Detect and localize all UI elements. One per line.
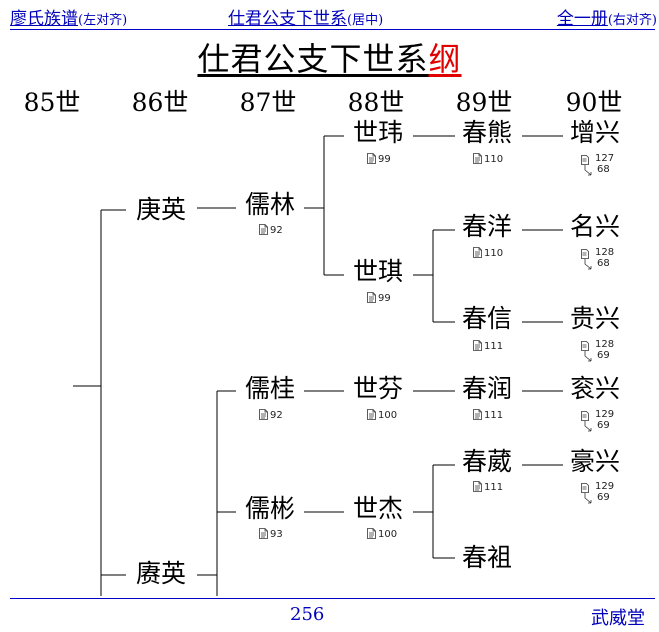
ref-shijie[interactable]: 100 bbox=[367, 528, 397, 540]
ref-ruilin-page: 92 bbox=[270, 225, 283, 236]
person-zengxing: 增兴 bbox=[569, 118, 620, 147]
page-link-icon bbox=[259, 409, 268, 420]
page-number: 256 bbox=[290, 604, 325, 625]
section-title-note: (居中) bbox=[347, 13, 384, 28]
page-title-accent: 纲 bbox=[428, 40, 462, 78]
generation-88: 88世 bbox=[347, 88, 405, 117]
ref-ruigui[interactable]: 92 bbox=[259, 409, 283, 421]
ref-chunxin[interactable]: 111 bbox=[473, 340, 503, 352]
ref-shifen-page: 100 bbox=[378, 410, 398, 421]
page-title-main: 仕君公支下世系 bbox=[197, 40, 429, 78]
page-link-icon bbox=[473, 247, 482, 258]
page-link-icon bbox=[367, 409, 376, 420]
person-chunju: 春袓 bbox=[461, 543, 512, 572]
page-link-icon bbox=[473, 409, 482, 420]
page-link-icon bbox=[473, 340, 482, 351]
person-guixing: 贵兴 bbox=[569, 304, 620, 333]
page-link-icon bbox=[473, 153, 482, 164]
person-gengying: 庚英 bbox=[135, 195, 186, 224]
generation-90: 90世 bbox=[565, 88, 623, 117]
ref-ruigui-page: 92 bbox=[270, 410, 283, 421]
ref-chunxin-page: 111 bbox=[484, 341, 504, 352]
ref-chunrun[interactable]: 111 bbox=[473, 409, 503, 421]
ref-guixing-page: 128 bbox=[595, 339, 615, 350]
generation-86: 86世 bbox=[131, 88, 189, 117]
ref-shiwei-page: 99 bbox=[378, 154, 391, 165]
header-right: 全一册(右对齐) bbox=[557, 4, 657, 29]
ref-shiwei[interactable]: 99 bbox=[367, 153, 391, 165]
volume-title: 全一册 bbox=[556, 9, 608, 29]
person-chunyang: 春洋 bbox=[461, 212, 512, 241]
ref-ruibin[interactable]: 93 bbox=[259, 528, 283, 540]
ref-mingxing-page: 128 bbox=[595, 247, 615, 258]
ref-shifen[interactable]: 100 bbox=[367, 409, 397, 421]
footer-rule bbox=[10, 598, 655, 599]
page-link-arrow-icon bbox=[581, 249, 592, 270]
page-link-arrow-icon bbox=[581, 411, 592, 432]
ref-shijie-page: 100 bbox=[378, 529, 398, 540]
page-link-arrow-icon bbox=[581, 483, 592, 504]
ref-chunwei-page: 111 bbox=[484, 482, 504, 493]
ref-zengxing-page: 127 bbox=[595, 153, 615, 164]
ref-gunxing-page: 129 bbox=[595, 409, 615, 420]
ref-chunyang-page: 110 bbox=[484, 248, 504, 259]
person-shiwei: 世玮 bbox=[352, 118, 403, 147]
book-title-note: (左对齐) bbox=[78, 13, 128, 28]
page-title: 仕君公支下世系纲 bbox=[0, 34, 659, 80]
volume-title-note: (右对齐) bbox=[607, 13, 657, 28]
ref-ruibin-page: 93 bbox=[270, 529, 283, 540]
ref-chunyang[interactable]: 110 bbox=[473, 247, 503, 259]
person-chunxin: 春信 bbox=[461, 304, 512, 333]
page-link-icon bbox=[367, 292, 376, 303]
page-link-arrow-icon bbox=[581, 155, 592, 176]
person-chunxiong: 春熊 bbox=[461, 118, 512, 147]
ref-chunwei[interactable]: 111 bbox=[473, 481, 503, 493]
person-ruigui: 儒桂 bbox=[244, 374, 295, 403]
person-gunxing: 衮兴 bbox=[569, 374, 620, 403]
header-left: 廖氏族谱(左对齐) bbox=[10, 4, 127, 29]
page-link-icon bbox=[367, 153, 376, 164]
page-link-icon bbox=[367, 528, 376, 539]
ref-chunxiong[interactable]: 110 bbox=[473, 153, 503, 165]
person-ruibin: 儒彬 bbox=[244, 494, 295, 523]
page-link-arrow-icon bbox=[581, 341, 592, 362]
ref-zengxing-back: 68 bbox=[597, 164, 610, 175]
page-link-icon bbox=[259, 224, 268, 235]
header-rule bbox=[10, 29, 655, 30]
person-shifen: 世芬 bbox=[352, 374, 403, 403]
generation-89: 89世 bbox=[455, 88, 513, 117]
generation-85: 85世 bbox=[23, 88, 81, 117]
person-tangying: 赓英 bbox=[135, 559, 186, 588]
person-chunwei: 春葳 bbox=[461, 447, 512, 476]
ref-chunxiong-page: 110 bbox=[484, 154, 504, 165]
ref-haoxing-page: 129 bbox=[595, 481, 615, 492]
ref-shiqi-page: 99 bbox=[378, 293, 391, 304]
generation-87: 87世 bbox=[239, 88, 297, 117]
hall-name: 武威堂 bbox=[591, 608, 645, 629]
ref-ruilin[interactable]: 92 bbox=[259, 224, 283, 236]
ref-gunxing-back: 69 bbox=[597, 420, 610, 431]
ref-mingxing-back: 68 bbox=[597, 258, 610, 269]
ref-haoxing-back: 69 bbox=[597, 492, 610, 503]
header-center: 仕君公支下世系(居中) bbox=[228, 4, 383, 29]
ref-shiqi[interactable]: 99 bbox=[367, 292, 391, 304]
page-link-icon bbox=[259, 528, 268, 539]
person-haoxing: 豪兴 bbox=[569, 447, 620, 476]
ref-guixing-back: 69 bbox=[597, 350, 610, 361]
person-chunrun: 春润 bbox=[461, 374, 512, 403]
person-ruilin: 儒林 bbox=[244, 190, 295, 219]
person-mingxing: 名兴 bbox=[569, 212, 620, 241]
page-link-icon bbox=[473, 481, 482, 492]
section-title: 仕君公支下世系 bbox=[228, 9, 347, 29]
book-title: 廖氏族谱 bbox=[10, 9, 78, 29]
person-shiqi: 世琪 bbox=[352, 257, 403, 286]
person-shijie: 世杰 bbox=[352, 494, 403, 523]
ref-chunrun-page: 111 bbox=[484, 410, 504, 421]
